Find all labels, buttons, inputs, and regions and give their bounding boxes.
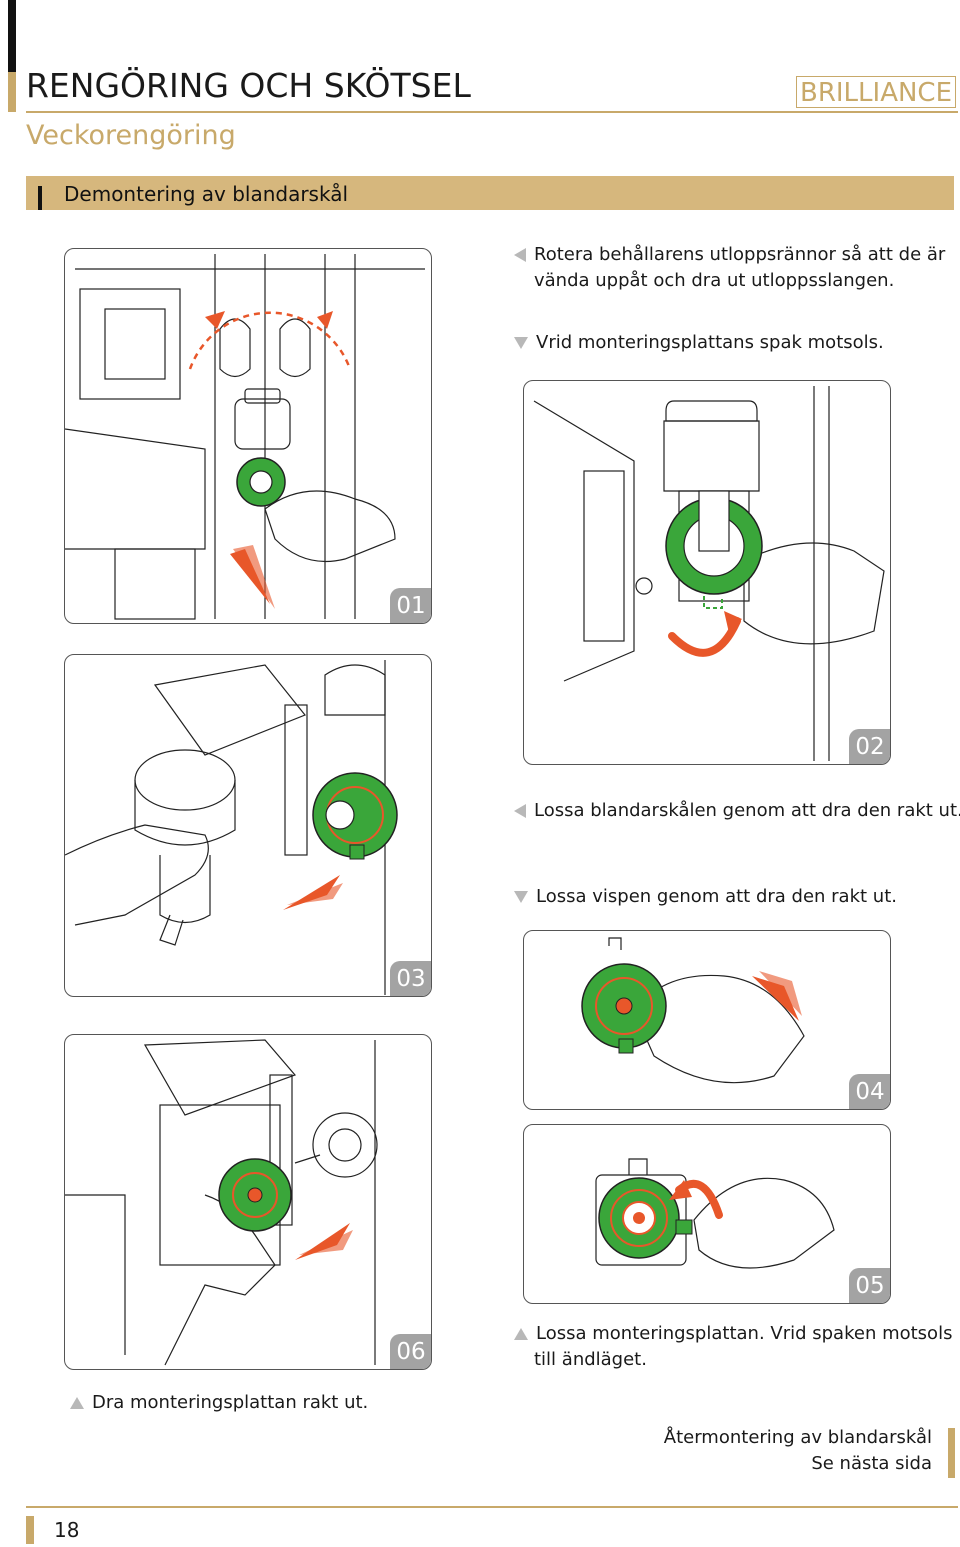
illustration-step-02 bbox=[533, 386, 885, 761]
instruction-step-01: Rotera behållarens utloppsrännor så att … bbox=[514, 242, 945, 294]
step-badge: 01 bbox=[390, 588, 431, 623]
step-panel-01: 01 bbox=[64, 248, 432, 624]
header-accent-gold bbox=[8, 72, 16, 112]
page-subtitle: Veckorengöring bbox=[26, 120, 236, 151]
step-badge: 03 bbox=[390, 961, 431, 996]
instruction-step-05: Lossa monteringsplattan. Vrid spaken mot… bbox=[514, 1321, 952, 1373]
triangle-up-icon bbox=[70, 1397, 84, 1409]
section-title: Demontering av blandarskål bbox=[64, 182, 349, 206]
step-panel-05: 05 bbox=[523, 1124, 891, 1304]
illustration-step-03 bbox=[65, 660, 398, 995]
step-panel-06: 06 bbox=[64, 1034, 432, 1370]
footer-divider bbox=[26, 1506, 958, 1508]
header-divider bbox=[26, 111, 958, 113]
step-panel-04: 04 bbox=[523, 930, 891, 1110]
page-number-marker bbox=[26, 1516, 34, 1544]
instruction-step-04: Lossa vispen genom att dra den rakt ut. bbox=[514, 884, 897, 910]
step-badge: 04 bbox=[849, 1074, 890, 1109]
instruction-step-06: Dra monteringsplattan rakt ut. bbox=[70, 1390, 368, 1416]
triangle-down-icon bbox=[514, 337, 528, 349]
triangle-left-icon bbox=[514, 248, 526, 262]
section-bar bbox=[26, 176, 954, 210]
step-badge: 05 bbox=[849, 1268, 890, 1303]
page-number: 18 bbox=[54, 1518, 80, 1542]
reassembly-note-marker bbox=[948, 1428, 955, 1478]
illustration-step-06 bbox=[65, 1039, 378, 1366]
step-badge: 02 bbox=[849, 729, 890, 764]
step-panel-02: 02 bbox=[523, 380, 891, 765]
illustration-step-05 bbox=[595, 1158, 835, 1269]
brand-logo: BRILLIANCE bbox=[796, 76, 956, 108]
step-panel-03: 03 bbox=[64, 654, 432, 997]
header-accent-black bbox=[8, 0, 16, 72]
illustration-step-01 bbox=[65, 254, 425, 620]
illustration-step-04 bbox=[581, 937, 805, 1084]
section-marker bbox=[38, 186, 42, 210]
step-badge: 06 bbox=[390, 1334, 431, 1369]
triangle-down-icon bbox=[514, 891, 528, 903]
reassembly-note: Återmontering av blandarskål Se nästa si… bbox=[663, 1427, 932, 1474]
instruction-step-03: Lossa blandarskålen genom att dra den ra… bbox=[514, 798, 960, 824]
page-title: RENGÖRING OCH SKÖTSEL bbox=[26, 66, 471, 105]
instruction-step-02: Vrid monteringsplattans spak motsols. bbox=[514, 330, 884, 356]
triangle-up-icon bbox=[514, 1328, 528, 1340]
triangle-left-icon bbox=[514, 804, 526, 818]
